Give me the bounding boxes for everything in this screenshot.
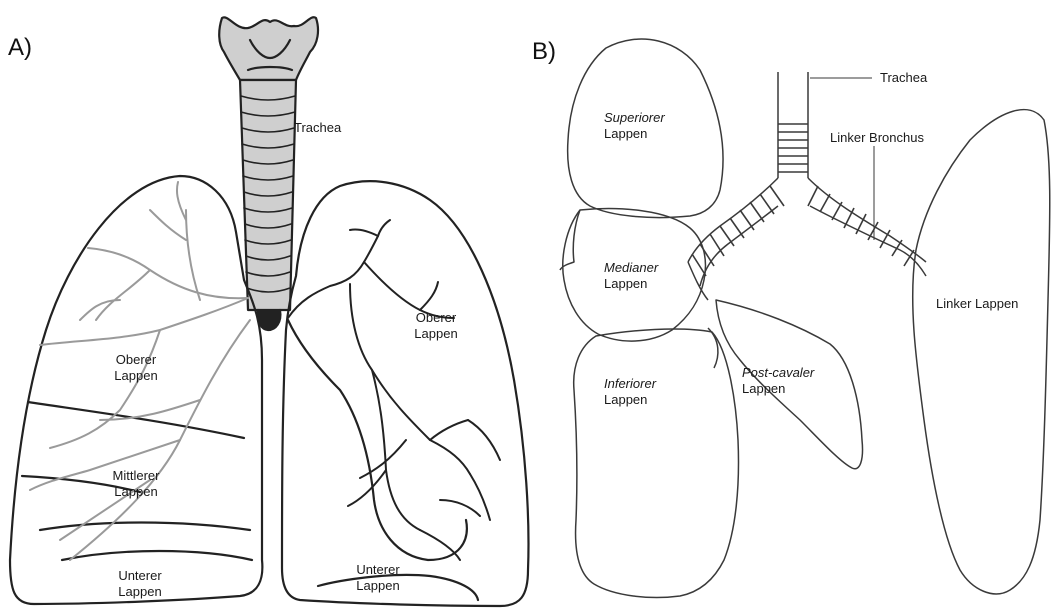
label-b-trachea: Trachea: [880, 70, 927, 86]
label-a-left-lower-lobe: Unterer Lappen: [338, 562, 418, 594]
label-text: Lappen: [604, 126, 665, 142]
label-text: Lappen: [604, 276, 658, 292]
label-b-median-lobe: Medianer Lappen: [604, 260, 658, 292]
label-b-post-caval-lobe: Post-cavaler Lappen: [742, 365, 814, 397]
label-text: Lappen: [338, 578, 418, 594]
inferior-lobe: [574, 329, 739, 597]
label-a-left-upper-lobe: Oberer Lappen: [396, 310, 476, 342]
label-text: Inferiorer: [604, 376, 656, 392]
label-text: Lappen: [96, 368, 176, 384]
label-text: Unterer: [338, 562, 418, 578]
label-text: Mittlerer: [96, 468, 176, 484]
label-text: Lappen: [396, 326, 476, 342]
label-b-superior-lobe: Superiorer Lappen: [604, 110, 665, 142]
label-text: Unterer: [100, 568, 180, 584]
left-lobe: [913, 110, 1050, 594]
label-a-right-lower-lobe: Unterer Lappen: [100, 568, 180, 600]
label-text: Lappen: [742, 381, 814, 397]
label-text: Lappen: [100, 584, 180, 600]
label-text: Medianer: [604, 260, 658, 276]
label-text: Post-cavaler: [742, 365, 814, 381]
label-text: Superiorer: [604, 110, 665, 126]
label-a-right-middle-lobe: Mittlerer Lappen: [96, 468, 176, 500]
label-b-inferior-lobe: Inferiorer Lappen: [604, 376, 656, 408]
label-text: Lappen: [604, 392, 656, 408]
label-b-left-lobe: Linker Lappen: [936, 296, 1018, 312]
label-b-left-bronchus: Linker Bronchus: [830, 130, 924, 146]
label-text: Oberer: [396, 310, 476, 326]
label-text: Lappen: [96, 484, 176, 500]
panel-a-letter: A): [8, 34, 32, 62]
label-a-trachea: Trachea: [294, 120, 341, 136]
label-a-right-upper-lobe: Oberer Lappen: [96, 352, 176, 384]
panel-b-letter: B): [532, 38, 556, 66]
label-text: Oberer: [96, 352, 176, 368]
